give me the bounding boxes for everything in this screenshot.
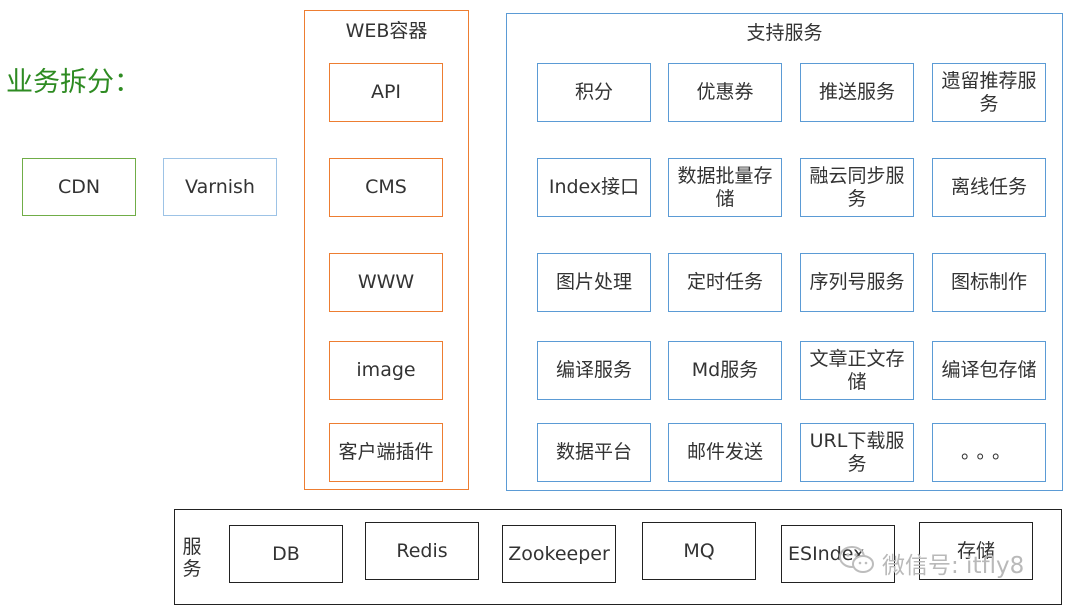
cdn-box: CDN — [22, 158, 136, 216]
support-services-title: 支持服务 — [746, 22, 823, 44]
infra-item-storage: 存储 — [919, 522, 1033, 580]
service-item: 图片处理 — [537, 253, 651, 312]
varnish-box: Varnish — [163, 158, 277, 216]
service-item: 数据平台 — [537, 423, 651, 482]
web-item-www: WWW — [329, 253, 443, 312]
web-container-group — [304, 10, 469, 490]
service-item: 遗留推荐服务 — [932, 63, 1046, 122]
services-bar — [174, 509, 1062, 605]
wechat-watermark: 微信号: itfly8 — [838, 544, 1024, 582]
services-bar-label: 服务 — [182, 536, 202, 580]
service-item: 积分 — [537, 63, 651, 122]
page-heading: 业务拆分： — [6, 67, 141, 98]
infra-item-mq: MQ — [642, 522, 756, 580]
support-services-group — [506, 13, 1063, 491]
infra-item-redis: Redis — [365, 522, 479, 580]
service-item: Index接口 — [537, 158, 651, 217]
web-container-title: WEB容器 — [345, 20, 428, 42]
service-item: 优惠券 — [668, 63, 782, 122]
service-item: 定时任务 — [668, 253, 782, 312]
web-item-api: API — [329, 63, 443, 122]
service-item: 邮件发送 — [668, 423, 782, 482]
infra-item-zookeeper: Zookeeper — [502, 525, 616, 583]
service-item: 序列号服务 — [800, 253, 914, 312]
web-item-client-plugin: 客户端插件 — [329, 423, 443, 482]
service-item: 编译包存储 — [932, 341, 1046, 400]
infra-item-db: DB — [229, 525, 343, 583]
service-item: URL下载服务 — [800, 423, 914, 482]
service-item: Md服务 — [668, 341, 782, 400]
service-item: 图标制作 — [932, 253, 1046, 312]
watermark-text: 微信号: itfly8 — [882, 553, 1025, 579]
service-item: 推送服务 — [800, 63, 914, 122]
service-item: 数据批量存储 — [668, 158, 782, 217]
service-item: 文章正文存储 — [800, 341, 914, 400]
web-item-cms: CMS — [329, 158, 443, 217]
service-item: 离线任务 — [932, 158, 1046, 217]
infra-item-esindex: ESIndex — [781, 525, 895, 583]
web-item-image: image — [329, 341, 443, 400]
service-item: 编译服务 — [537, 341, 651, 400]
wechat-icon — [838, 544, 876, 582]
service-item-ellipsis: 。。。 — [932, 423, 1046, 482]
service-item: 融云同步服务 — [800, 158, 914, 217]
